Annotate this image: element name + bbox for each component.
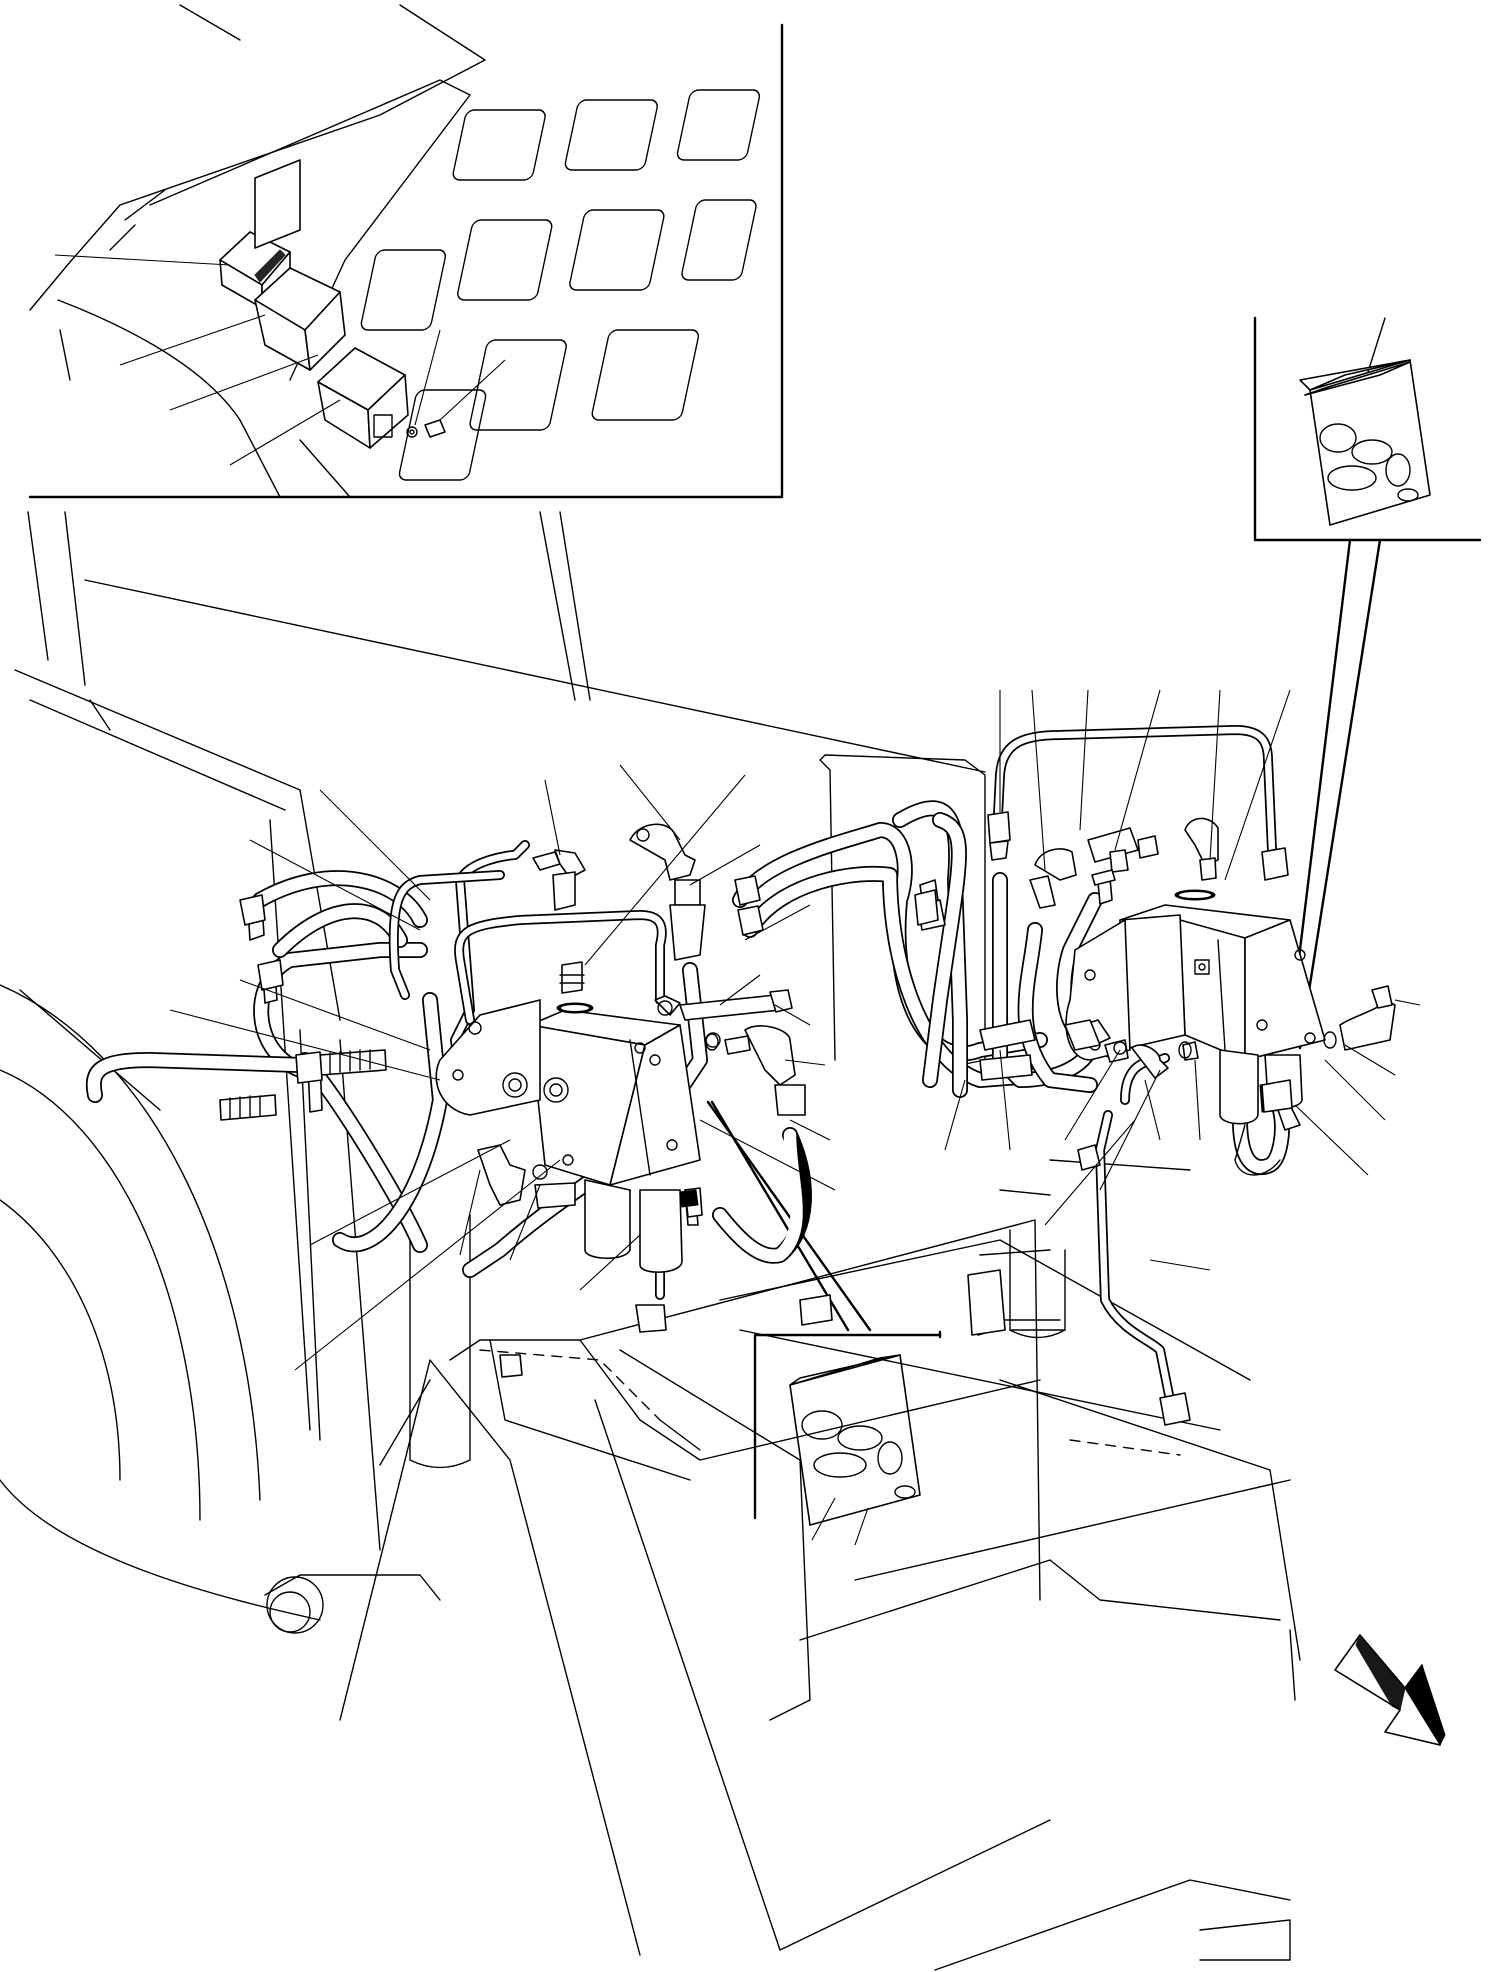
switch-panel-grid <box>360 89 761 481</box>
inset-panel <box>28 4 784 499</box>
seal-kit-callout-top <box>1253 316 1482 1050</box>
fittings <box>219 811 1396 1426</box>
left-valve-block <box>435 999 701 1273</box>
hydraulic-hoses-right <box>732 725 1290 1405</box>
leader-lines <box>169 689 1421 1371</box>
seal-kit-callout-bottom <box>706 1100 942 1546</box>
exploded-switch-parts <box>219 159 446 449</box>
seal-kit-icon <box>789 1354 921 1526</box>
forward-arrow-icon <box>1334 1634 1446 1747</box>
seal-kit-icon <box>1299 359 1431 526</box>
inset-leaders <box>54 254 506 466</box>
machine-frame <box>0 511 1301 1971</box>
